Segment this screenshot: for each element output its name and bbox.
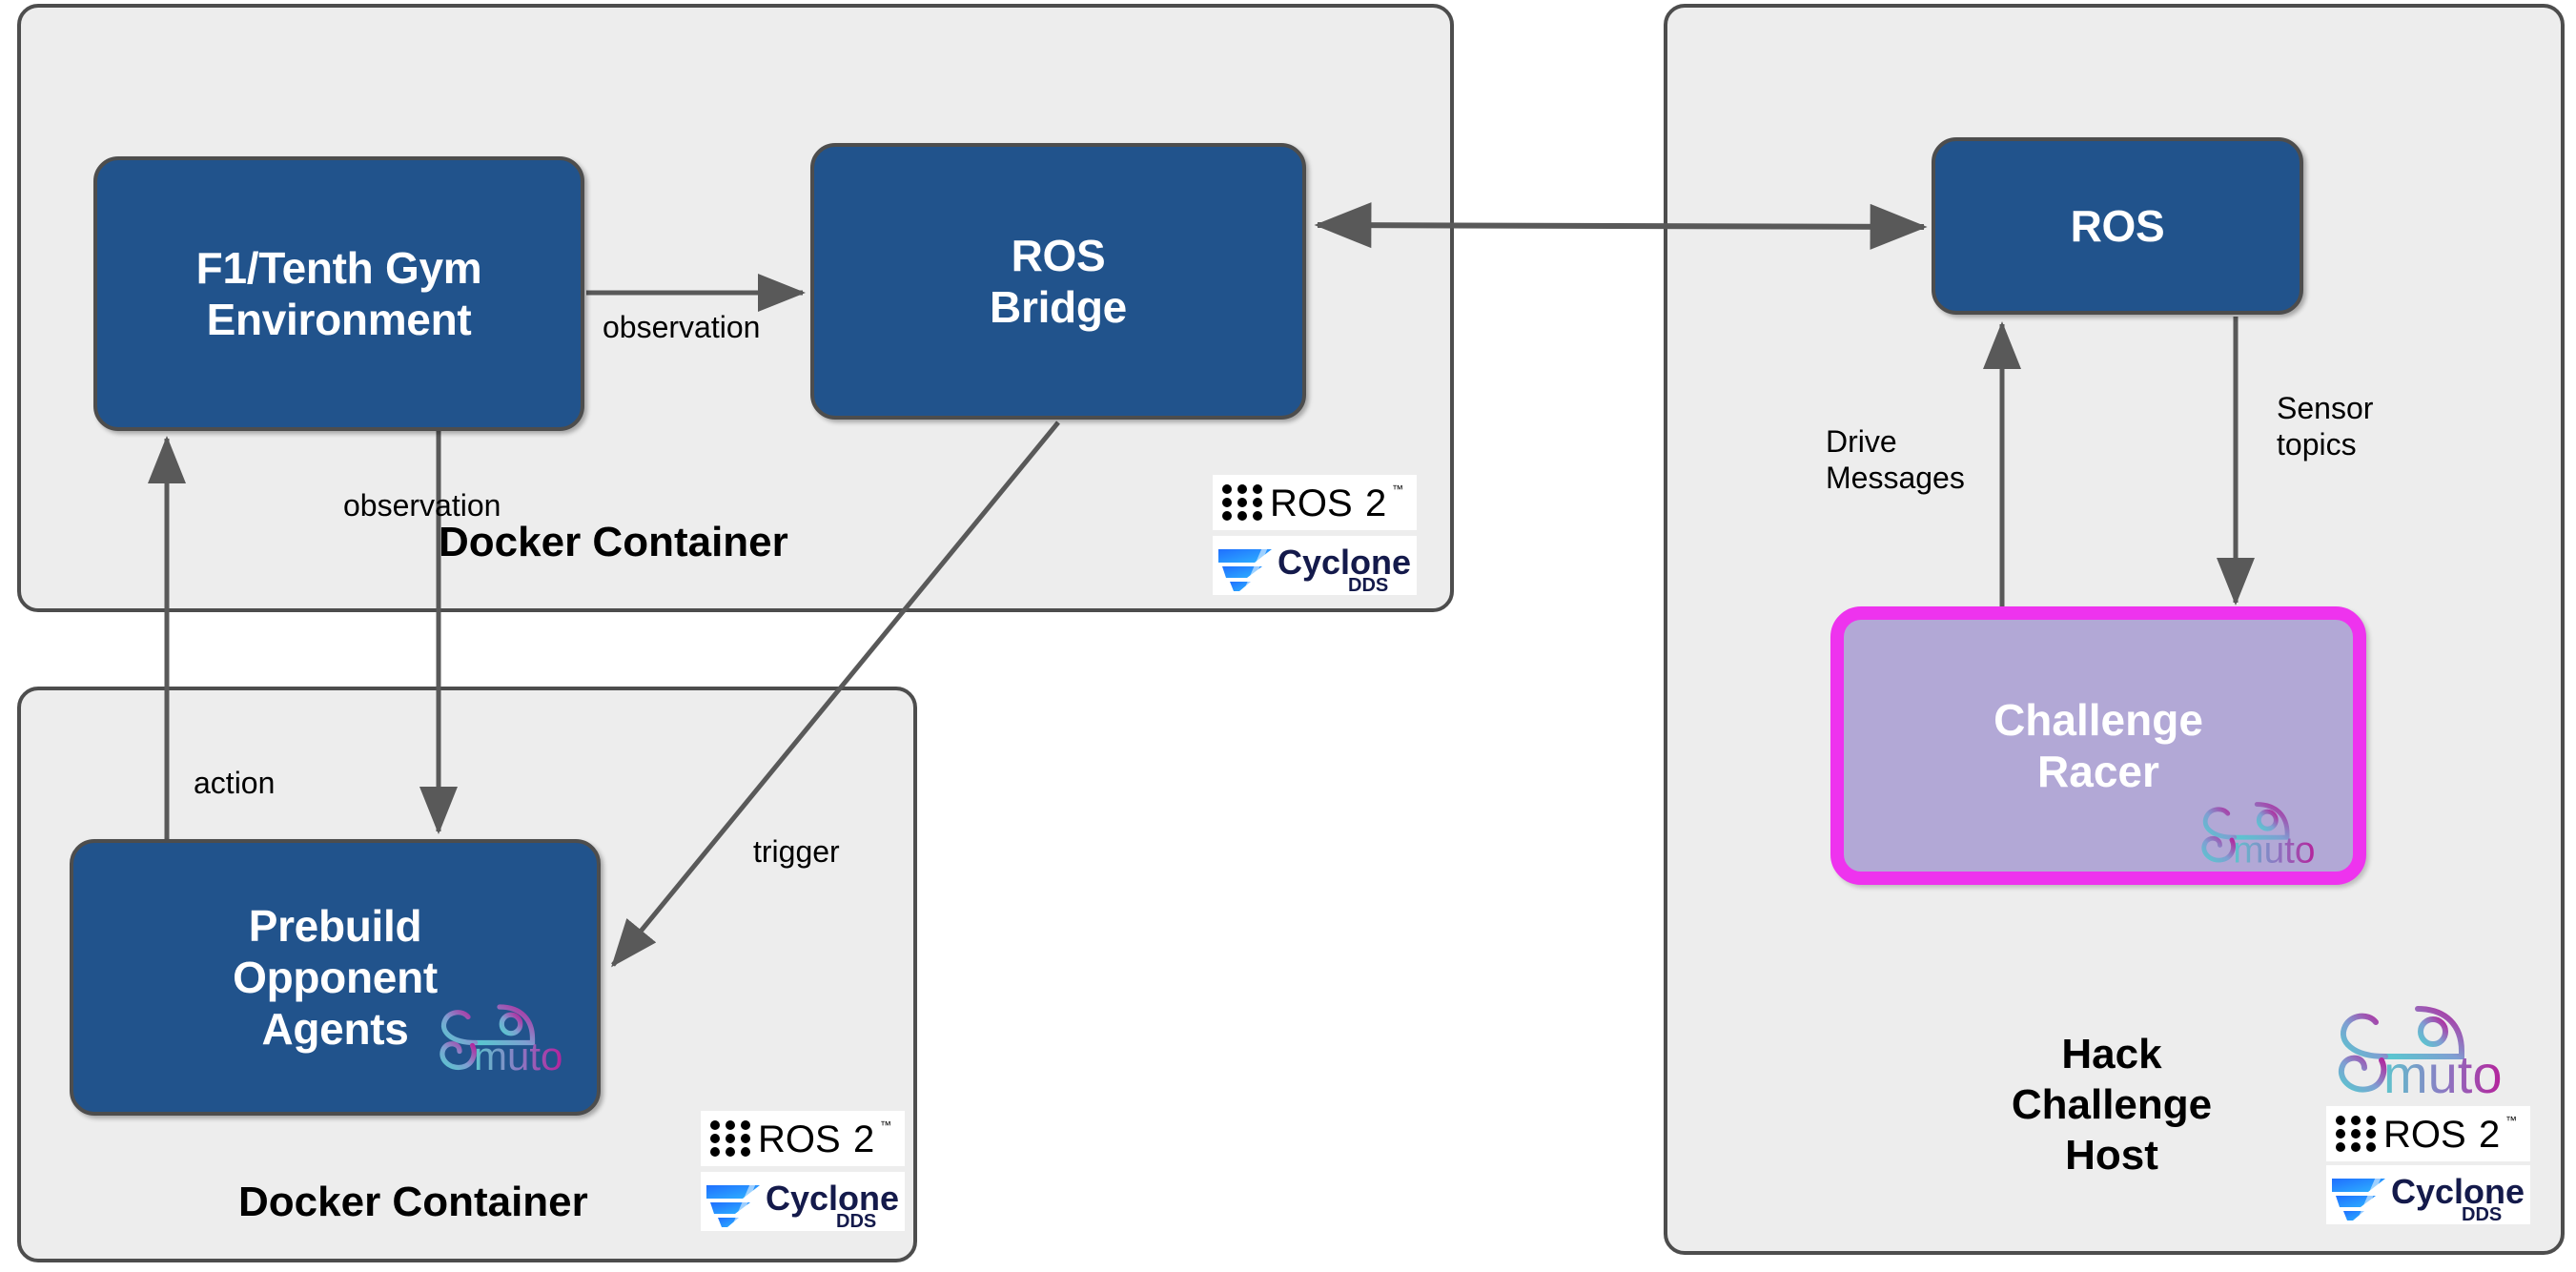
svg-text:muto: muto xyxy=(2383,1044,2503,1100)
edge-label-sensor-topics: Sensor topics xyxy=(2277,391,2374,462)
node-f1tenth-gym-environment[interactable]: F1/Tenth Gym Environment xyxy=(93,156,584,431)
node-ros[interactable]: ROS xyxy=(1932,137,2303,315)
svg-text:ROS: ROS xyxy=(1270,482,1353,524)
svg-text:DDS: DDS xyxy=(836,1211,876,1229)
group-caption-docker-container-agents: Docker Container xyxy=(238,1179,588,1225)
muto-logo-glyph: muto xyxy=(2339,1006,2503,1104)
edge-label-drive-messages: Drive Messages xyxy=(1826,424,1965,495)
cyclone-dds-logo-glyph: Cyclone DDS xyxy=(706,1179,899,1229)
muto-logo-glyph: muto xyxy=(440,1004,562,1078)
svg-text:™: ™ xyxy=(1392,482,1403,496)
edge-label-observation-gym-bridge: observation xyxy=(603,310,761,344)
cyclone-dds-logo: Cyclone DDS xyxy=(2326,1165,2530,1224)
node-label: ROS xyxy=(2070,200,2165,251)
edge-label-trigger: trigger xyxy=(753,834,840,869)
svg-text:muto: muto xyxy=(2233,830,2315,868)
svg-text:muto: muto xyxy=(474,1034,562,1076)
logo-stack-sim: ROS 2 ™ Cyclone DDS xyxy=(1213,475,1417,595)
ros2-logo-glyph: ROS 2 ™ xyxy=(1222,482,1403,524)
cyclone-dds-logo: Cyclone DDS xyxy=(1213,536,1417,595)
svg-text:ROS: ROS xyxy=(2383,1114,2466,1156)
svg-text:DDS: DDS xyxy=(2462,1204,2502,1222)
logo-stack-agents: ROS 2 ™ Cyclone DDS xyxy=(701,1111,905,1231)
ros2-logo: ROS 2 ™ xyxy=(1213,475,1417,530)
cyclone-dds-logo: Cyclone DDS xyxy=(701,1172,905,1231)
svg-text:Cyclone: Cyclone xyxy=(2391,1172,2525,1211)
svg-text:ROS: ROS xyxy=(758,1118,841,1160)
svg-text:™: ™ xyxy=(2505,1114,2517,1127)
ros2-logo-glyph: ROS 2 ™ xyxy=(710,1118,891,1160)
svg-text:2: 2 xyxy=(1365,482,1386,524)
ros2-logo: ROS 2 ™ xyxy=(2326,1106,2530,1161)
group-caption-docker-container-sim: Docker Container xyxy=(439,519,788,565)
node-prebuild-opponent-agents[interactable]: Prebuild Opponent Agents xyxy=(70,839,601,1116)
logo-stack-host: muto ROS 2 ™ xyxy=(2326,1001,2530,1224)
muto-logo-racer: muto xyxy=(2193,799,2326,871)
svg-text:2: 2 xyxy=(853,1118,874,1160)
ros2-logo-glyph: ROS 2 ™ xyxy=(2336,1114,2517,1156)
ros2-logo: ROS 2 ™ xyxy=(701,1111,905,1166)
muto-logo-prebuild: muto xyxy=(431,1001,574,1078)
edge-label-observation-gym-prebuild: observation xyxy=(343,488,501,523)
muto-logo-glyph: muto xyxy=(2201,802,2315,871)
svg-text:DDS: DDS xyxy=(1348,575,1388,593)
muto-logo: muto xyxy=(2326,1001,2517,1104)
svg-text:™: ™ xyxy=(880,1118,891,1132)
node-ros-bridge[interactable]: ROS Bridge xyxy=(810,143,1306,420)
cyclone-dds-logo-glyph: Cyclone DDS xyxy=(1218,543,1411,593)
node-label: Prebuild Opponent Agents xyxy=(233,900,438,1055)
node-label: ROS Bridge xyxy=(990,230,1127,332)
cyclone-dds-logo-glyph: Cyclone DDS xyxy=(2332,1172,2525,1222)
svg-text:Cyclone: Cyclone xyxy=(1278,543,1411,582)
svg-text:2: 2 xyxy=(2479,1114,2500,1156)
node-challenge-racer[interactable]: Challenge Racer xyxy=(1830,606,2366,885)
node-label: Challenge Racer xyxy=(1993,694,2203,796)
node-label: F1/Tenth Gym Environment xyxy=(195,242,482,344)
edge-label-action: action xyxy=(194,766,276,800)
svg-text:Cyclone: Cyclone xyxy=(766,1179,899,1218)
group-caption-hack-challenge-host: Hack Challenge Host xyxy=(2011,1031,2213,1179)
